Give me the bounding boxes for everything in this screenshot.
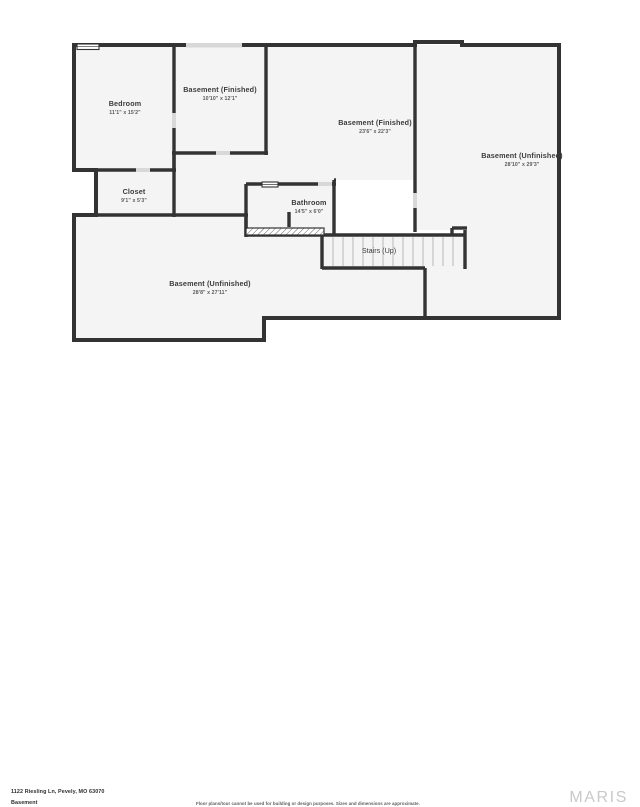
basement-finished-main-floor <box>174 45 415 215</box>
doorway-bedroom-divider <box>172 113 176 128</box>
room-fills <box>74 45 559 340</box>
floor-plan-drawing: Bedroom 11'1" x 15'2" Basement (Finished… <box>72 40 564 342</box>
room-dims-bedroom: 11'1" x 15'2" <box>109 110 141 116</box>
room-dims-basement-unfinished-lower: 28'8" x 27'11" <box>193 290 228 296</box>
room-label-basement-finished-main: Basement (Finished) <box>338 118 412 127</box>
room-label-closet: Closet <box>123 187 146 196</box>
closet-window-icon <box>261 181 279 188</box>
property-address: 1122 Riesling Ln, Pevely, MO 63070 <box>11 789 105 795</box>
doorway-bathroom <box>318 182 332 186</box>
basement-finished-upper-floor <box>174 45 266 153</box>
room-dims-bathroom: 14'5" x 6'0" <box>295 209 324 215</box>
exterior-walls <box>72 40 561 342</box>
bedroom-window-icon <box>76 43 100 51</box>
stairs-floor <box>322 235 465 268</box>
stairs-label: Stairs (Up) <box>362 246 396 255</box>
disclaimer-text: Floor plans/tour cannot be used for buil… <box>196 801 420 806</box>
stair-treads <box>332 237 454 266</box>
windows <box>76 43 279 188</box>
room-label-basement-unfinished-lower: Basement (Unfinished) <box>169 279 251 288</box>
room-label-bedroom: Bedroom <box>109 99 142 108</box>
hatched-wall <box>245 227 325 236</box>
openings <box>136 43 417 208</box>
footer: 1122 Riesling Ln, Pevely, MO 63070 Basem… <box>0 386 640 806</box>
top-wall-opening <box>186 43 242 48</box>
floor-plan-canvas: Bedroom 11'1" x 15'2" Basement (Finished… <box>72 40 564 342</box>
bedroom-floor <box>74 45 174 170</box>
room-label-bathroom: Bathroom <box>291 198 326 207</box>
floor-level-label: Basement <box>11 800 38 806</box>
room-dims-basement-finished-main: 23'6" x 22'3" <box>359 129 391 135</box>
basement-unfinished-lower-floor <box>74 215 425 340</box>
maris-logo: MARIS <box>569 789 628 806</box>
opening-right-divider <box>413 193 417 208</box>
room-label-basement-finished-upper: Basement (Finished) <box>183 85 257 94</box>
basement-unfinished-right-floor <box>415 45 559 318</box>
doorway-finished-upper <box>216 151 230 155</box>
doorway-bedroom <box>136 168 150 172</box>
closet-floor <box>96 170 174 215</box>
room-labels: Bedroom 11'1" x 15'2" Basement (Finished… <box>109 85 563 296</box>
room-dims-basement-finished-upper: 10'10" x 12'1" <box>203 96 238 102</box>
room-dims-closet: 9'1" x 5'3" <box>121 198 147 204</box>
room-dims-basement-unfinished-right: 28'10" x 29'3" <box>505 162 540 168</box>
room-label-basement-unfinished-right: Basement (Unfinished) <box>481 151 563 160</box>
